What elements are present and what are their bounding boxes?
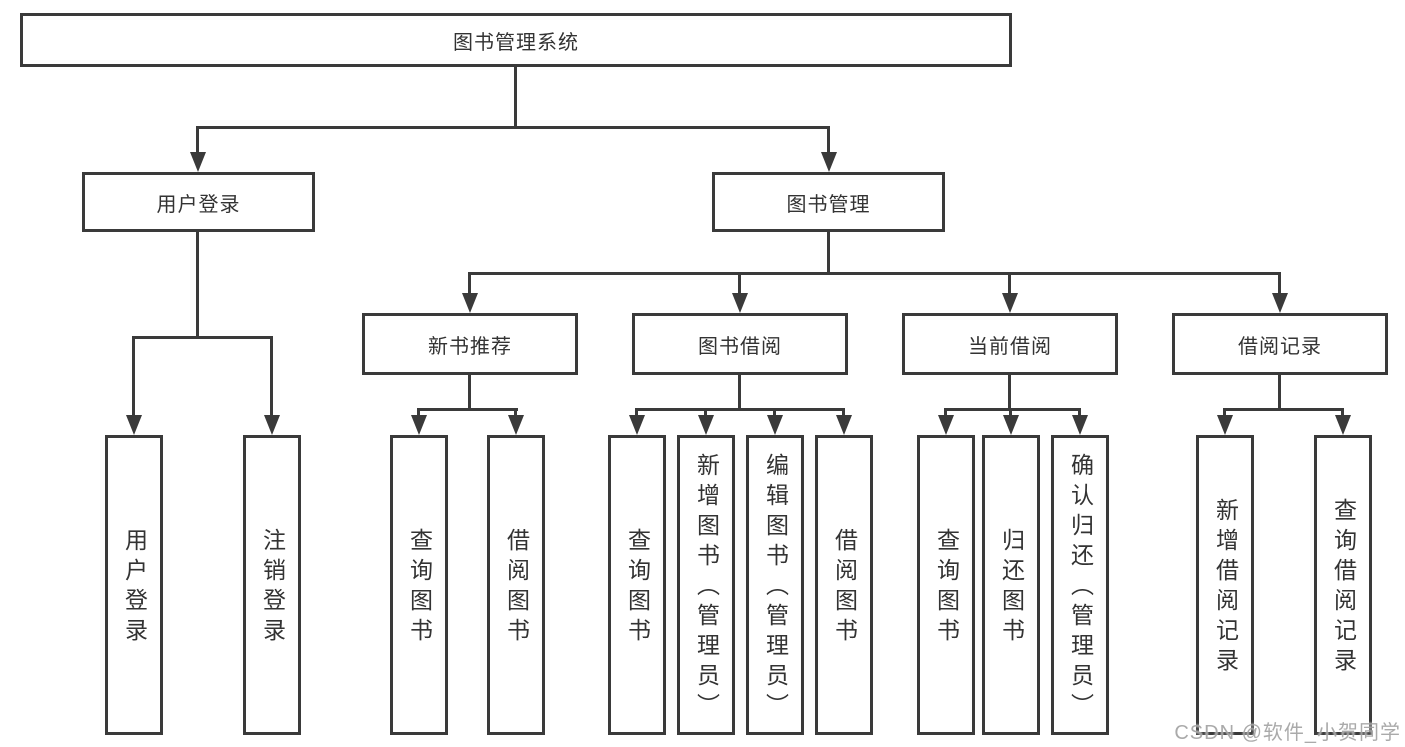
- node-root-label: 图书管理系统: [453, 31, 579, 54]
- connector-records-rail: [1223, 408, 1344, 411]
- connector-recommend-rail: [417, 408, 518, 411]
- leaf-borrow-books-recommend: 借阅图书: [487, 435, 545, 735]
- leaf-confirm-return-admin-label: 确认归还（管理员）: [1067, 453, 1094, 723]
- arrowhead-icon: [836, 415, 852, 435]
- leaf-query-books-current: 查询图书: [917, 435, 975, 735]
- arrowhead-icon: [264, 415, 280, 435]
- node-book-management-label: 图书管理: [786, 193, 871, 216]
- leaf-query-books-recommend-label: 查询图书: [406, 528, 433, 648]
- leaf-query-books-current-label: 查询图书: [933, 528, 960, 648]
- node-current-borrowing: 当前借阅: [902, 313, 1118, 375]
- node-user-login-label: 用户登录: [156, 193, 241, 216]
- arrowhead-icon: [821, 152, 837, 172]
- leaf-query-books-borrowing: 查询图书: [608, 435, 666, 735]
- arrowhead-icon: [508, 415, 524, 435]
- node-user-login: 用户登录: [82, 172, 315, 232]
- leaf-query-books-recommend: 查询图书: [390, 435, 448, 735]
- connector-shaft: [196, 126, 199, 156]
- arrowhead-icon: [126, 415, 142, 435]
- csdn-watermark: CSDN @软件_小贺同学: [1174, 722, 1401, 744]
- leaf-borrow-books-recommend-label: 借阅图书: [503, 528, 530, 648]
- connector-user-login-feed: [196, 232, 199, 336]
- node-new-book-recommend: 新书推荐: [362, 313, 578, 375]
- connector-borrowing-feed: [738, 375, 741, 408]
- arrowhead-icon: [1003, 415, 1019, 435]
- connector-shaft: [468, 272, 471, 297]
- connector-shaft: [738, 272, 741, 297]
- node-book-borrowing: 图书借阅: [632, 313, 848, 375]
- leaf-confirm-return-admin: 确认归还（管理员）: [1051, 435, 1109, 735]
- leaf-logout-label: 注销登录: [259, 528, 286, 648]
- leaf-borrow-books: 借阅图书: [815, 435, 873, 735]
- leaf-edit-books-admin: 编辑图书（管理员）: [746, 435, 804, 735]
- node-borrowing-records-label: 借阅记录: [1238, 335, 1322, 358]
- leaf-return-books: 归还图书: [982, 435, 1040, 735]
- arrowhead-icon: [732, 293, 748, 313]
- node-new-book-recommend-label: 新书推荐: [428, 335, 512, 358]
- arrowhead-icon: [190, 152, 206, 172]
- node-root: 图书管理系统: [20, 13, 1012, 67]
- arrowhead-icon: [1217, 415, 1233, 435]
- node-borrowing-records: 借阅记录: [1172, 313, 1388, 375]
- leaf-return-books-label: 归还图书: [998, 528, 1025, 648]
- connector-user-login-rail: [132, 336, 273, 339]
- connector-root-feed: [514, 67, 517, 126]
- arrowhead-icon: [462, 293, 478, 313]
- arrowhead-icon: [629, 415, 645, 435]
- leaf-logout: 注销登录: [243, 435, 301, 735]
- leaf-add-borrow-record-label: 新增借阅记录: [1212, 498, 1239, 678]
- node-book-management: 图书管理: [712, 172, 945, 232]
- connector-shaft: [270, 336, 273, 418]
- leaf-user-login: 用户登录: [105, 435, 163, 735]
- leaf-query-borrow-record: 查询借阅记录: [1314, 435, 1372, 735]
- connector-records-feed: [1278, 375, 1281, 408]
- connector-shaft: [1008, 272, 1011, 297]
- leaf-user-login-label: 用户登录: [121, 528, 148, 648]
- connector-current-feed: [1008, 375, 1011, 408]
- connector-shaft: [827, 126, 830, 156]
- arrowhead-icon: [1272, 293, 1288, 313]
- node-current-borrowing-label: 当前借阅: [968, 335, 1052, 358]
- leaf-query-books-borrowing-label: 查询图书: [624, 528, 651, 648]
- connector-level3-rail: [468, 272, 1281, 275]
- connector-shaft: [1278, 272, 1281, 297]
- arrowhead-icon: [938, 415, 954, 435]
- node-book-borrowing-label: 图书借阅: [698, 335, 782, 358]
- connector-current-rail: [944, 408, 1081, 411]
- connector-recommend-feed: [468, 375, 471, 408]
- leaf-add-books-admin: 新增图书（管理员）: [677, 435, 735, 735]
- arrowhead-icon: [767, 415, 783, 435]
- arrowhead-icon: [1335, 415, 1351, 435]
- leaf-query-borrow-record-label: 查询借阅记录: [1330, 498, 1357, 678]
- connector-shaft: [132, 336, 135, 418]
- arrowhead-icon: [1002, 293, 1018, 313]
- connector-borrowing-rail: [635, 408, 845, 411]
- arrowhead-icon: [698, 415, 714, 435]
- connector-book-management-feed: [827, 232, 830, 272]
- leaf-borrow-books-label: 借阅图书: [831, 528, 858, 648]
- leaf-edit-books-admin-label: 编辑图书（管理员）: [762, 453, 789, 723]
- arrowhead-icon: [1072, 415, 1088, 435]
- connector-level2-rail: [197, 126, 830, 129]
- leaf-add-books-admin-label: 新增图书（管理员）: [693, 453, 720, 723]
- arrowhead-icon: [411, 415, 427, 435]
- leaf-add-borrow-record: 新增借阅记录: [1196, 435, 1254, 735]
